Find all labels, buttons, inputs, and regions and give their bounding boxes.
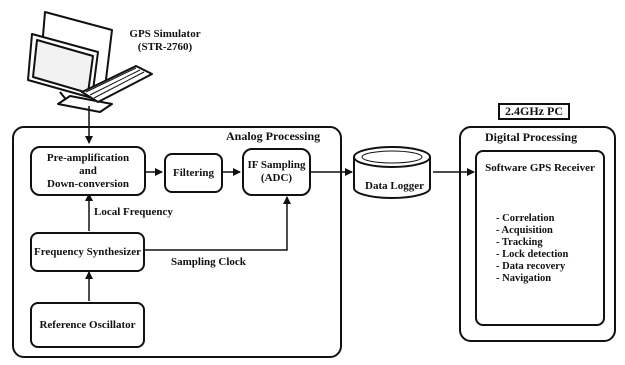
software-gps-receiver-box: Software GPS Receiver bbox=[475, 150, 605, 326]
analog-processing-panel bbox=[12, 126, 342, 358]
feature-item: - Correlation bbox=[496, 213, 555, 224]
data-logger-cylinder bbox=[353, 146, 431, 199]
feature-item: - Tracking bbox=[496, 237, 543, 248]
reference-oscillator-box: Reference Oscillator bbox=[30, 302, 145, 348]
digital-processing-title: Digital Processing bbox=[485, 130, 578, 144]
feature-item: - Data recovery bbox=[496, 261, 566, 272]
feature-item: - Navigation bbox=[496, 273, 552, 284]
filtering-box: Filtering bbox=[164, 153, 223, 193]
analog-processing-title: Analog Processing bbox=[226, 129, 321, 143]
frequency-synthesizer-box: Frequency Synthesizer bbox=[30, 232, 145, 272]
if-sampling-box: IF Sampling (ADC) bbox=[242, 148, 311, 196]
computer-icon bbox=[27, 11, 153, 113]
receiver-feature-list: - Correlation - Acquisition - Tracking -… bbox=[496, 213, 568, 285]
pc-tag: 2.4GHz PC bbox=[498, 103, 570, 120]
sampling-clock-label: Sampling Clock bbox=[171, 256, 246, 268]
software-gps-receiver-title: Software GPS Receiver bbox=[485, 162, 595, 174]
digital-processing-panel bbox=[459, 126, 616, 342]
gps-simulator-label: GPS Simulator (STR-2760) bbox=[129, 28, 201, 53]
local-frequency-label: Local Frequency bbox=[94, 206, 173, 218]
feature-item: - Acquisition bbox=[496, 225, 553, 236]
pre-amplification-box: Pre-amplification and Down-conversion bbox=[30, 146, 146, 196]
feature-item: - Lock detection bbox=[496, 249, 569, 260]
data-logger-label: Data Logger bbox=[365, 180, 424, 192]
